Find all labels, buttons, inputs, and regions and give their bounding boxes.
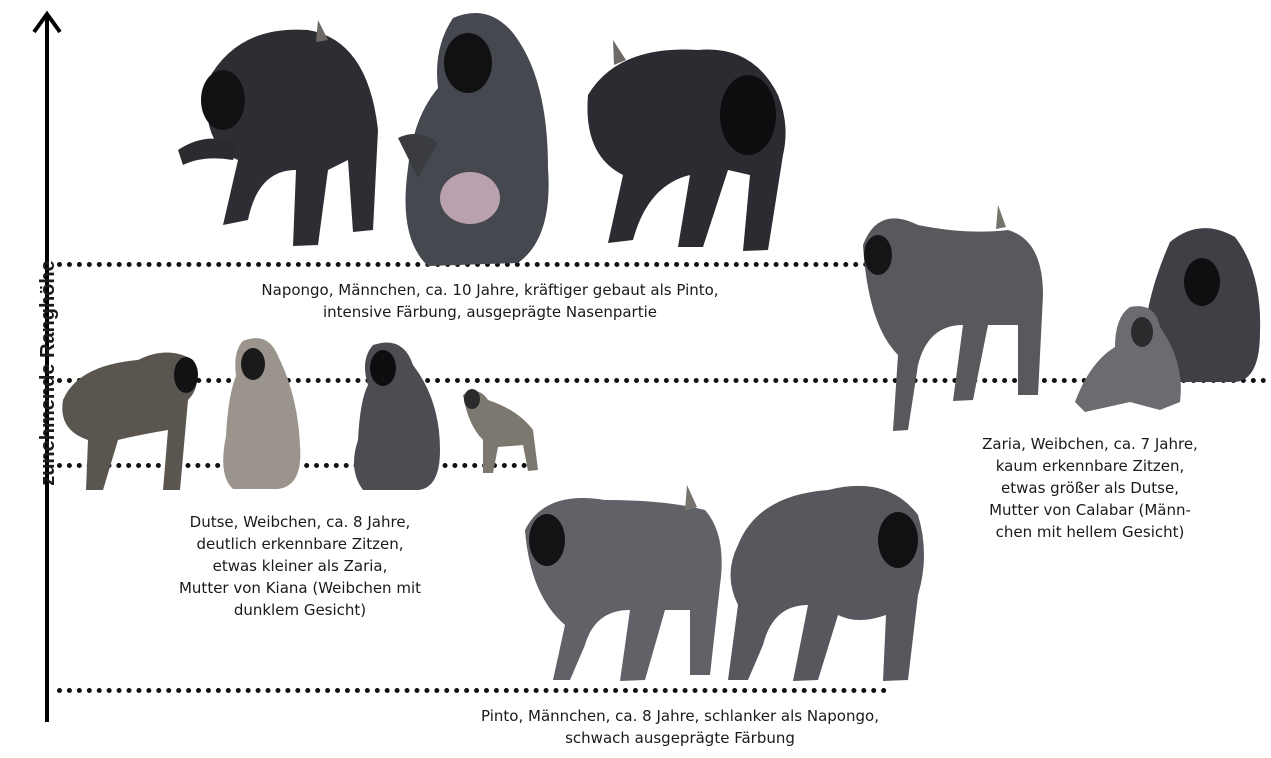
drill-standing-icon	[178, 20, 383, 255]
drill-walking-icon	[515, 485, 725, 685]
drill-foraging-icon	[718, 475, 930, 687]
drill-walking-icon	[858, 205, 1048, 435]
rank-line-pinto	[57, 688, 887, 693]
drill-sitting-icon	[398, 8, 558, 270]
juvenile-drill-icon	[1070, 302, 1190, 417]
caption-dutse: Dutse, Weibchen, ca. 8 Jahre, deutlich e…	[135, 511, 465, 621]
drill-sitting-icon	[218, 336, 303, 491]
juvenile-drill-icon	[458, 385, 543, 475]
drill-sitting-icon	[348, 340, 443, 492]
caption-zaria: Zaria, Weibchen, ca. 7 Jahre, kaum erken…	[940, 433, 1240, 543]
caption-napongo: Napongo, Männchen, ca. 10 Jahre, kräftig…	[160, 279, 820, 323]
caption-pinto: Pinto, Männchen, ca. 8 Jahre, schlanker …	[375, 705, 985, 749]
drill-standing-icon	[58, 340, 203, 495]
drill-walking-icon	[578, 25, 793, 255]
